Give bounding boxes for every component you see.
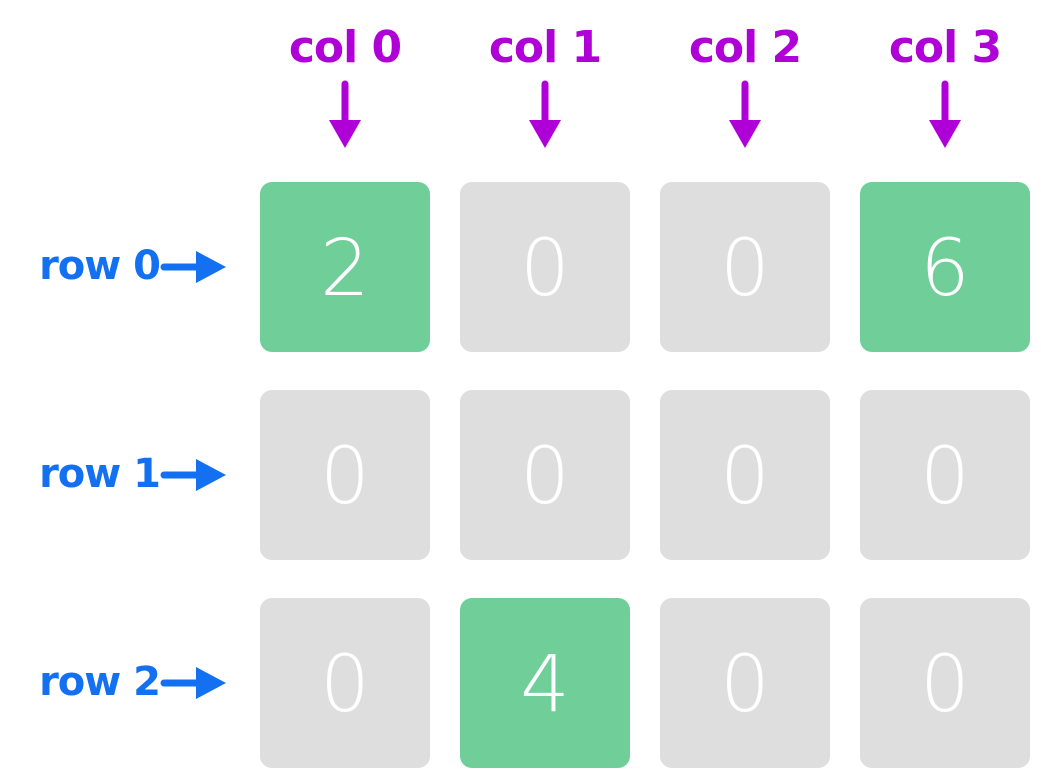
cell-background [660,390,830,560]
matrix-cell-r2-c1: 4 [460,598,630,768]
cell-value: 0 [320,640,370,730]
row-label-2: row 2 [39,659,160,705]
row-label-1: row 1 [39,451,160,497]
matrix-cell-r2-c3: 0 [860,598,1030,768]
arrow-down-icon [529,80,561,148]
cell-value: 0 [720,432,770,522]
cell-background [460,390,630,560]
cell-background [260,598,430,768]
cell-background [260,182,430,352]
cell-background [660,598,830,768]
cell-value: 2 [320,224,370,314]
column-label-0: col 0 [289,22,401,73]
matrix-cell-r1-c1: 0 [460,390,630,560]
arrow-right-icon [160,667,226,699]
cell-background [460,598,630,768]
matrix-cell-r1-c2: 0 [660,390,830,560]
arrow-down-icon [729,80,761,148]
row-label-0: row 0 [39,243,160,289]
row-annotations: row 0 row 1 row 2 [39,243,226,705]
matrix-cell-r1-c0: 0 [260,390,430,560]
cell-background [860,390,1030,560]
matrix-cell-r0-c2: 0 [660,182,830,352]
cell-value: 0 [920,432,970,522]
matrix-cell-r0-c0: 2 [260,182,430,352]
cell-value: 0 [720,640,770,730]
column-label-3: col 3 [889,22,1001,73]
matrix-cell-r0-c1: 0 [460,182,630,352]
cell-value: 0 [920,640,970,730]
cell-background [860,598,1030,768]
matrix-grid: 2 0 0 6 0 0 0 0 0 4 0 0 [260,182,1030,768]
cell-background [860,182,1030,352]
arrow-right-icon [160,459,226,491]
cell-background [460,182,630,352]
matrix-cell-r1-c3: 0 [860,390,1030,560]
column-label-2: col 2 [689,22,801,73]
cell-value: 0 [320,432,370,522]
cell-background [260,390,430,560]
matrix-cell-r0-c3: 6 [860,182,1030,352]
matrix-cell-r2-c0: 0 [260,598,430,768]
cell-background [660,182,830,352]
arrow-right-icon [160,251,226,283]
cell-value: 6 [920,224,970,314]
cell-value: 4 [520,640,570,730]
column-label-1: col 1 [489,22,601,73]
column-annotations: col 0 col 1 col 2 col 3 [289,22,1002,148]
cell-value: 0 [520,224,570,314]
arrow-down-icon [929,80,961,148]
cell-value: 0 [720,224,770,314]
arrow-down-icon [329,80,361,148]
cell-value: 0 [520,432,570,522]
matrix-cell-r2-c2: 0 [660,598,830,768]
